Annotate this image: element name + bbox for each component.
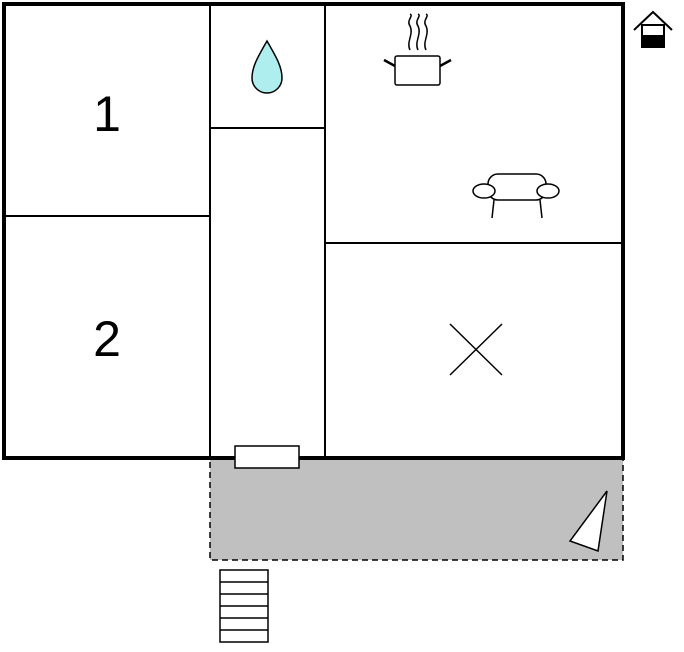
- cross-icon: [449, 323, 503, 376]
- room-label-1: 1: [93, 86, 121, 142]
- sofa-icon: [472, 173, 560, 219]
- room-label-2: 2: [93, 311, 121, 367]
- outer-wall: [2, 2, 625, 460]
- stairs-icon: [219, 569, 269, 643]
- water-drop-icon: [251, 39, 283, 94]
- cooking-pot-icon: [383, 13, 452, 86]
- terrace: [209, 457, 624, 561]
- house-floor-icon: [633, 10, 673, 48]
- door-icon: [234, 445, 300, 469]
- triangle-pointer-icon: [568, 490, 608, 553]
